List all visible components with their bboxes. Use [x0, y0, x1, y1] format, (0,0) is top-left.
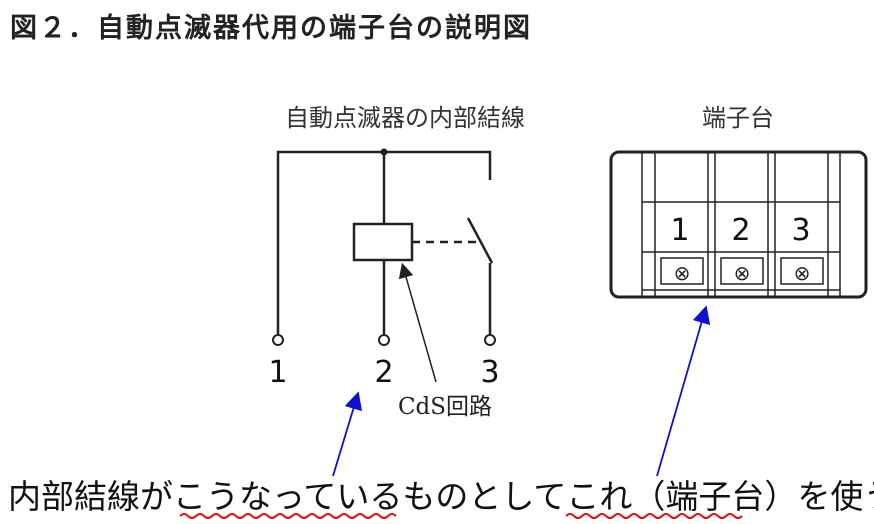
figure-title: 図２．自動点滅器代用の端子台の説明図: [10, 13, 532, 44]
terminal-1-label: 1: [268, 355, 287, 390]
screw-box-3: [780, 257, 824, 285]
wavy-underline-1: [179, 513, 397, 519]
block-terminal-1-label: 1: [670, 213, 689, 248]
caption-underline-2: これ（端子台）: [566, 477, 798, 516]
cds-pointer-arrow: [398, 262, 437, 383]
screw-box-2: [720, 257, 764, 285]
screw-box-1: [660, 257, 704, 285]
terminal-block-label: 端子台: [702, 104, 774, 132]
terminal-1-circle: [272, 334, 284, 346]
caption-prefix: 内部結線が: [8, 477, 173, 516]
blue-arrow-to-wiring: [332, 391, 363, 477]
screw-icon: ⊗: [794, 261, 811, 285]
block-terminal-2-label: 2: [731, 213, 750, 248]
internal-wiring-diagram: [276, 150, 494, 335]
switch-contact: [466, 217, 494, 264]
junction-dot: [380, 148, 388, 156]
terminal-3-label: 3: [480, 355, 499, 390]
screw-icon: ⊗: [674, 261, 691, 285]
terminal-3-circle: [484, 334, 496, 346]
caption-middle: ものとして: [402, 477, 567, 516]
terminal-2-label: 2: [374, 355, 393, 390]
screw-icon: ⊗: [734, 261, 751, 285]
wavy-underline-2: [565, 513, 743, 519]
blue-arrow-to-block: [656, 305, 711, 477]
terminal-2-circle: [378, 334, 390, 346]
relay-coil: [352, 222, 414, 262]
caption-underline-1: こうなっている: [173, 477, 403, 516]
caption: 内部結線がこうなっているものとしてこれ（端子台）を使う: [8, 470, 874, 518]
caption-suffix: を使う: [797, 477, 874, 516]
cds-label: CdS回路: [398, 394, 492, 420]
block-terminal-3-label: 3: [791, 213, 810, 248]
internal-wiring-label: 自動点滅器の内部結線: [285, 104, 525, 132]
terminal-block: [609, 150, 868, 299]
